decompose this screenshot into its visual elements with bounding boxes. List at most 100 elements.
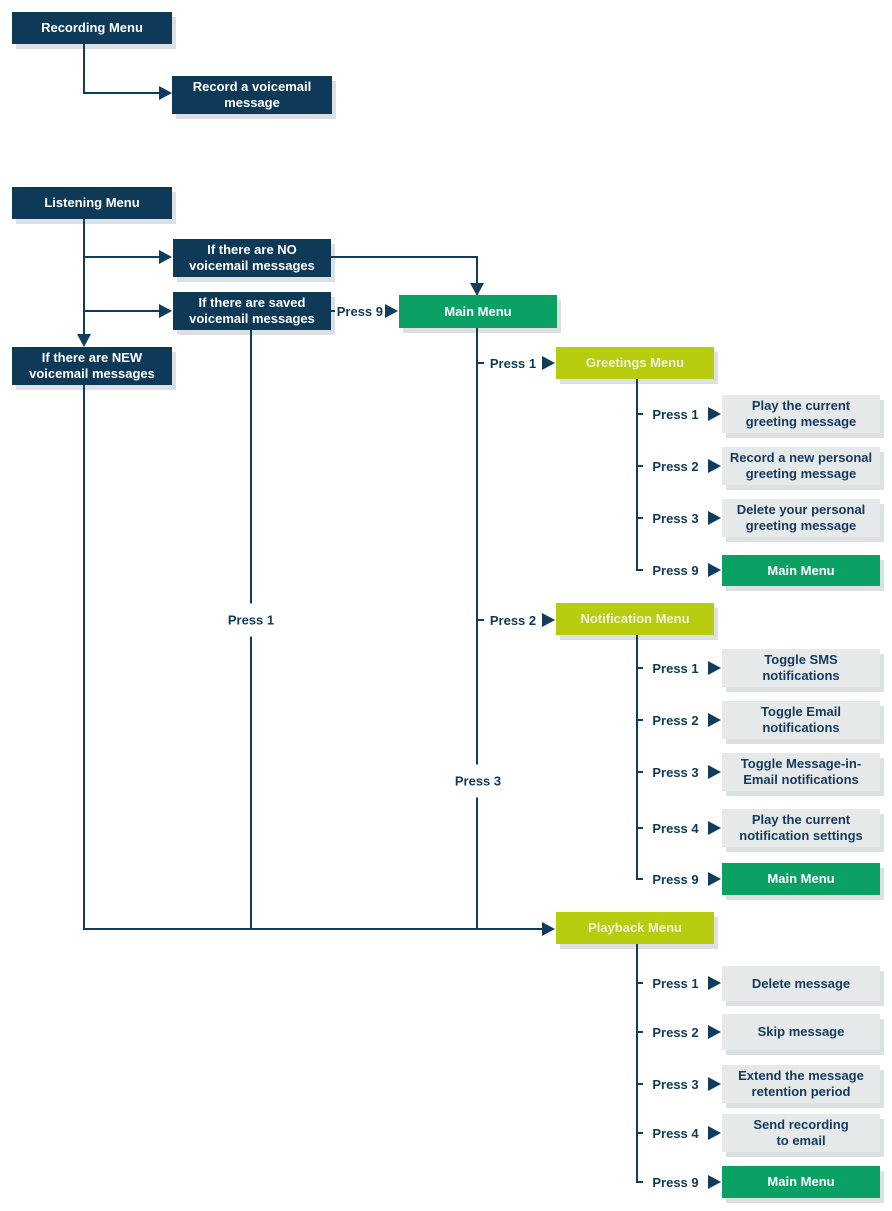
press-label: Press 3: [652, 764, 699, 780]
press-connector: Press 1: [636, 405, 721, 423]
connector-dash: [636, 465, 643, 467]
arrow-right-icon: [707, 821, 721, 835]
node-toggle-message-in-email-notifications: Toggle Message-in-Email notifications: [722, 753, 880, 791]
connector-line: [636, 635, 638, 880]
node-main-menu: Main Menu: [722, 863, 880, 895]
connector-dash: [636, 719, 643, 721]
press-label: Press 3: [652, 510, 699, 526]
arrow-right-icon: [707, 872, 721, 886]
node-main-menu: Main Menu: [722, 1166, 880, 1198]
connector-dash: [331, 310, 335, 312]
press-connector: Press 9: [331, 302, 398, 320]
node-main-menu: Main Menu: [399, 295, 557, 328]
node-record-voicemail-message: Record a voicemail message: [172, 76, 332, 114]
press-label: Press 9: [336, 303, 383, 319]
press-label: Press 1: [489, 355, 537, 371]
press-label: Press 3: [652, 1076, 699, 1092]
connector-dash: [636, 771, 643, 773]
connector-line: [83, 310, 159, 312]
press-label: Press 2: [652, 712, 699, 728]
press-label: Press 2: [652, 458, 699, 474]
press-connector: Press 3: [636, 763, 721, 781]
connector-line: [636, 944, 638, 1183]
press-label: Press 1: [652, 660, 699, 676]
node-play-notification-settings: Play the current notification settings: [722, 809, 880, 847]
connector-line: [83, 219, 85, 336]
node-play-current-greeting: Play the current greeting message: [722, 395, 880, 433]
node-delete-personal-greeting: Delete your personal greeting message: [722, 499, 880, 537]
arrow-right-icon: [159, 304, 172, 318]
arrow-right-icon: [385, 304, 398, 318]
connector-dash: [636, 413, 643, 415]
press-connector: Press 2: [636, 711, 721, 729]
press-connector: Press 4: [636, 1124, 721, 1142]
connector-line: [83, 92, 159, 94]
press-label: Press 2: [489, 612, 537, 628]
node-new-voicemail-messages: If there are NEW voicemail messages: [12, 347, 172, 385]
press-label: Press 9: [652, 871, 699, 887]
arrow-right-icon: [707, 1175, 721, 1189]
connector-dash: [636, 878, 643, 880]
node-main-menu: Main Menu: [722, 555, 880, 586]
connector-line: [83, 256, 159, 258]
arrow-right-icon: [541, 613, 555, 627]
node-listening-menu: Listening Menu: [12, 187, 172, 219]
connector-line: [83, 44, 85, 94]
connector-dash: [636, 982, 643, 984]
arrow-right-icon: [707, 765, 721, 779]
arrow-right-icon: [707, 1025, 721, 1039]
arrow-right-icon: [707, 563, 721, 577]
node-delete-message: Delete message: [722, 966, 880, 1001]
press-label: Press 4: [652, 1125, 699, 1141]
press-connector: Press 9: [636, 1173, 721, 1191]
connector-line: [636, 379, 638, 571]
press-connector: Press 2: [477, 611, 555, 629]
arrow-right-icon: [542, 922, 555, 936]
node-send-recording-to-email: Send recording to email: [722, 1114, 880, 1152]
press-connector: Press 3: [636, 509, 721, 527]
press-connector: Press 2: [636, 1023, 721, 1041]
node-playback-menu: Playback Menu: [556, 912, 714, 944]
connector-line: [83, 385, 85, 930]
connector-dash: [636, 1132, 643, 1134]
arrow-right-icon: [159, 250, 172, 264]
press-label: Press 1: [652, 406, 699, 422]
connector-line: [331, 256, 478, 258]
connector-dash: [636, 1031, 643, 1033]
press-label: Press 4: [652, 820, 699, 836]
press-label: Press 1: [652, 975, 699, 991]
node-toggle-email-notifications: Toggle Email notifications: [722, 701, 880, 739]
node-recording-menu: Recording Menu: [12, 12, 172, 44]
node-extend-retention-period: Extend the message retention period: [722, 1065, 880, 1103]
arrow-right-icon: [707, 976, 721, 990]
connector-dash: [477, 362, 484, 364]
press-connector: Press 2: [636, 457, 721, 475]
press-connector: Press 1: [477, 354, 555, 372]
press-label: Press 1: [223, 603, 279, 637]
arrow-right-icon: [707, 1077, 721, 1091]
arrow-down-icon: [77, 334, 91, 347]
arrow-right-icon: [707, 407, 721, 421]
connector-dash: [636, 667, 643, 669]
arrow-right-icon: [159, 86, 172, 100]
press-connector: Press 3: [636, 1075, 721, 1093]
node-skip-message: Skip message: [722, 1014, 880, 1050]
connector-dash: [636, 1181, 643, 1183]
connector-dash: [636, 569, 643, 571]
arrow-down-icon: [470, 283, 484, 296]
arrow-right-icon: [707, 661, 721, 675]
press-connector: Press 9: [636, 870, 721, 888]
press-label: Press 2: [652, 1024, 699, 1040]
press-connector: Press 4: [636, 819, 721, 837]
arrow-right-icon: [707, 511, 721, 525]
connector-line: [83, 928, 544, 930]
arrow-right-icon: [707, 1126, 721, 1140]
press-label: Press 9: [652, 562, 699, 578]
press-label: Press 3: [450, 764, 506, 798]
connector-dash: [636, 1083, 643, 1085]
arrow-right-icon: [707, 713, 721, 727]
node-record-new-greeting: Record a new personal greeting message: [722, 447, 880, 485]
connector-line: [476, 256, 478, 284]
press-connector: Press 9: [636, 561, 721, 579]
press-connector: Press 1: [636, 974, 721, 992]
